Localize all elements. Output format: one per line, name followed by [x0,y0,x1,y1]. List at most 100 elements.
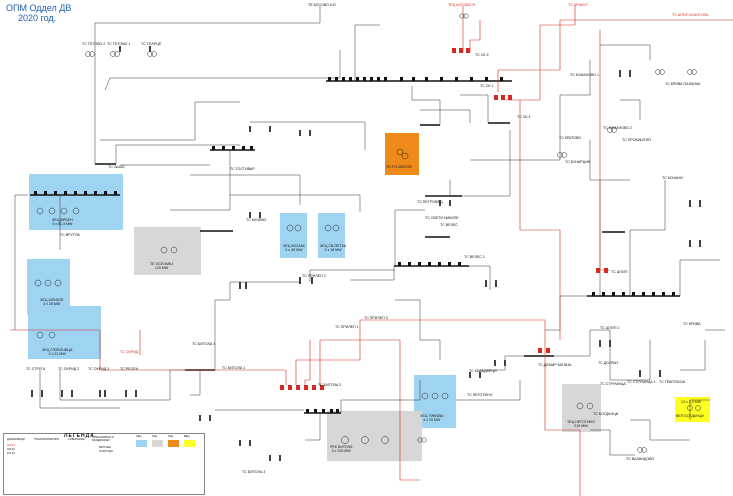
label-ts-strumica: ТС СТРУМИЦА [600,382,626,386]
legend-swatch-gray [152,440,163,447]
label-ts-kriva: ТС КРИВА [683,322,701,326]
label-solar: 13 x 2,3 МW [681,400,702,404]
breakers [34,77,675,413]
legend-item-220: 220 kV [7,448,16,451]
label-ts-bogdanci: ТС БОГДАНЦИ [593,412,619,416]
label-ts-kavadarci: ТС КАВАДАРЦИ [469,369,497,373]
legend-swatch-hpp-label: ХЕЦ [136,435,142,438]
legend-swatch-yellow-label: ВЕЦ [184,435,190,438]
hpp-zone-sp [27,259,70,314]
label-ts-kumanovo2: ТС КУМАНОВО 2 [603,126,633,130]
legend-swatch-orange [168,440,179,447]
label-ts-sk4: ТС СК 4 [517,115,531,119]
label-ts-bitola4: ТС БИТОЛА 4 [192,342,216,346]
label-ts-prilep3: ТС ПРИЛЕП 3 [364,316,388,320]
label-te-oslomej: ТЕ ОСЛОМЕЈ 125 МW [150,262,174,270]
label-ts-kumanovo1: ТС КУМАНОВО 1 [570,73,600,77]
label-ts-tearce: ТС ТЕАРЦЕ [141,42,162,46]
wind-zone-negotino [562,384,601,432]
label-ts-ohrid: ТС ОХРИД [120,350,139,354]
line-110kv-network [14,6,725,456]
legend-item-off: ИСКЛУЧЕН [99,450,113,453]
label-ts-negotino: ТС НЕГОТИНО [467,393,493,397]
legend-item-400: 400 kV [7,444,16,447]
label-ts-bitola1: ТС БИТОЛА 1 [222,366,246,370]
label-ts-vrutok: ТС ВРУТОК [60,233,80,237]
map-header: ОПМ Оддел ДВ 2020 год. [6,3,71,23]
label-hpp-sp: ХЕЦ ШПИЛЈЕ 3 x 28 МW [40,298,64,306]
label-ts-strumica1: ТС СТРУМИЦА 1 [627,380,656,384]
hpp-zone-globochica [28,306,101,359]
wind-zone-oslomej [134,227,201,275]
transformers [34,13,701,453]
label-hpp-kozjak: ХЕЦ КОЗЈАК 2 x 40 МW [283,244,305,252]
legend-col-transformers: ТРАНСФОРМАТОРИ [34,438,60,441]
label-te-bitola: РЕК БИТОЛА 3 x 225 МW [330,445,353,453]
label-ts-tetovo2: ТС ТЕТОВО 2 [82,42,106,46]
label-hpp-vrben: ХЕЦ ВРБЕН 4 x 81,3 МW [52,218,73,226]
label-ts-ohrid2: ТС ОХРИД 2 [58,367,80,371]
label-hpp-tikvesh: ХЕЦ ТИКВЕШ 4 x 23 МW [420,414,444,422]
legend-item-110: 110 kV [7,452,15,455]
label-hpp-sv-petka: ХЕЦ СВ.ПЕТКА 2 x 18 МW [320,244,347,252]
feeder-marks [31,46,701,461]
header-title: ОПМ Оддел ДВ [6,3,72,13]
label-hpp-globochica: ХЕЦ ГЛОБОЧИЦА 2 x 21 МW [42,348,73,356]
hpp-zone-kozjak [280,213,307,258]
breakers-400kv [280,48,608,390]
legend-item-on: ВКЛУЧЕН [99,446,111,449]
legend-col-lines: ДАЛЕКОВОДИ [7,438,25,441]
label-ts-zajas: ТС ЗАЈАС [108,165,126,169]
legend-swatch-gray-label: ТЕЦ [152,435,158,438]
label-ts-prilep2: ТС ПРИЛЕП 2 [302,274,326,278]
label-te-negotino: ТЕЦ НЕГОТИНО 210 МW [567,420,595,428]
label-ts-petrovec: ТС ПЕТРОВЕЦ [417,200,443,204]
label-ts-probishtip: ТС ПРОБИШТИП [622,138,652,142]
label-ts-kriva-palanka: ТС КРИВА ПАЛАНКА [665,82,701,86]
label-wind-bogdanci: ВЕП БОГДАНЦИ [676,414,704,418]
label-ts-sveti-nikole: ТС СВЕТИ НИКОЛЕ [425,216,459,220]
label-ts-shtip: ТС ШТИП [611,270,628,274]
label-ts-kochani: ТС КОЧАНИ [662,176,683,180]
label-ts-sk1: ТС СК 1 [480,84,494,88]
hpp-zone-svpetka [318,213,345,258]
legend-col-switches: ПРЕКИНУВАЧИ И РАЗДЕЛНИЦИ [92,436,114,442]
solar-zone [675,397,710,422]
label-ts-valandovo: ТС ВАЛАНДОВО [626,457,655,461]
label-ts-demir-kapija: ТС ДЕМИР КАПИЈА [538,363,572,367]
legend-swatch-yellow [184,440,195,447]
hpp-zone-vrben [29,174,123,230]
label-ts-gostivar: ТС ГОСТИВАР [230,167,255,171]
tpp-zone-skopje [385,133,419,175]
wind-zone-bitola [327,411,422,461]
label-ts-veles2: ТС ВЕЛЕС 2 [464,255,485,259]
label-ts-bunardzik: ТС БУНАРЏИК [565,160,590,164]
label-ts-shtip2: ТС ШТИП 2 [600,326,620,330]
label-tpp-skopje: ТЕ-ТО СКОПЈЕ [386,165,412,169]
legend-swatch-hpp [136,440,147,447]
busbars [30,80,680,414]
header-year: 2020 год. [18,13,57,23]
label-ts-kratovo: ТС КРАТОВО [559,136,582,140]
label-ts-bitola2: ТС БИТОЛА 2 [318,383,342,387]
label-ts-sk5: ТС СК 5 [475,53,489,57]
label-ts-struga: ТС СТРУГА [26,367,46,371]
label-ts-arnaut: ТС АРНАУТ [568,3,588,7]
label-ts-kosovo-b: ТЕЦ КОСОВО В [448,3,475,7]
label-ts-gevgelija: ТС ГЕВГЕЛИЈА [659,380,686,384]
label-ts-kicevo: ТС КИЧЕВО [246,218,267,222]
label-ts-kosovo-a: ТЕ КОСОВО А,В [308,3,336,7]
label-ts-veles: ТС ВЕЛЕС [440,223,458,227]
label-ts-dojran: ТС ДОЈРАН [598,361,618,365]
label-ts-tetovo1: ТС ТЕТОВО 1 [107,42,131,46]
legend-panel: ЛЕГЕНДА ДАЛЕКОВОДИ ТРАНСФОРМАТОРИ СОБИРН… [3,433,205,495]
label-ts-prilep1: ТС ПРИЛЕП 1 [335,325,359,329]
label-ts-bitola3: ТС БИТОЛА 3 [242,470,266,474]
label-ts-ohrid3: ТС ОХРИД 3 [88,367,110,371]
label-ts-resen: ТС РЕСЕН [120,367,139,371]
legend-swatch-orange-label: ТЕЦ [168,435,174,438]
legend-title: ЛЕГЕНДА [64,433,95,439]
label-ts-shtip-magistral: ТС ШТИП М.МОГИЛА [672,13,709,17]
legend-col-busbars: СОБИРНИЦИ [68,438,85,441]
